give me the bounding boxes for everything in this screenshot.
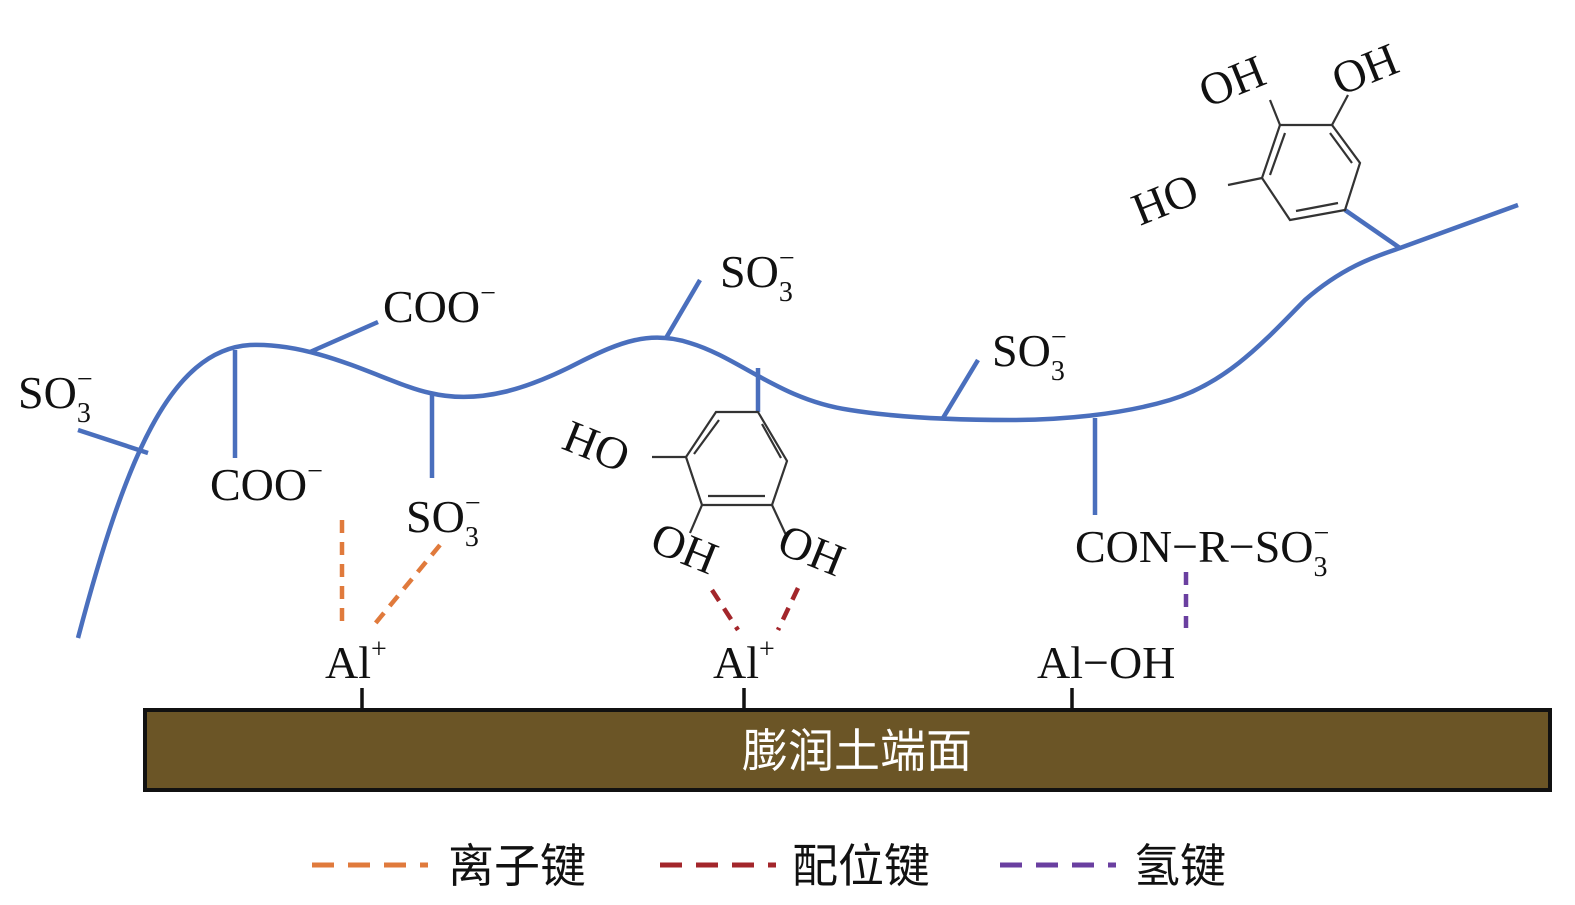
legend-label-hydrogen: 氢键 — [1134, 839, 1226, 893]
ionic-bond-so3 — [372, 543, 442, 627]
phenol-ring-left — [652, 410, 789, 536]
phenol-right-ho: HO — [1125, 163, 1206, 235]
polymer-chain — [75, 202, 1519, 639]
coordinate-bond-oh1 — [710, 588, 740, 632]
al-oh-site: Al−OH — [1037, 637, 1175, 688]
branch-phenol-right — [1343, 208, 1402, 250]
branch-so3-right-mid — [941, 358, 980, 420]
coo-low-label: COO− — [210, 456, 323, 510]
surface-label: 膨润土端面 — [742, 724, 972, 778]
phenol-left-ho: HO — [556, 410, 637, 482]
phenol-ring-right — [1227, 94, 1362, 222]
legend-label-coordinate: 配位键 — [792, 839, 930, 893]
so3-left-label: SO3− — [18, 364, 93, 429]
phenol-right-oh2: OH — [1325, 33, 1406, 105]
legend: 离子键 配位键 氢键 — [312, 839, 1226, 893]
so3-low-label: SO3− — [406, 488, 481, 553]
al-site-2: Al+ — [713, 634, 775, 688]
branch-so3-mid-top — [664, 278, 702, 340]
branch-coo-top — [309, 319, 379, 355]
phenol-left-oh2: OH — [771, 514, 852, 586]
legend-label-ionic: 离子键 — [448, 839, 586, 893]
so3-mid-top-label: SO3− — [720, 243, 795, 308]
phenol-right-oh1: OH — [1192, 45, 1273, 117]
bentonite-surface — [143, 708, 1552, 792]
phenol-left-oh1: OH — [644, 512, 725, 584]
so3-right-mid-label: SO3− — [992, 322, 1067, 387]
con-r-so3-label: CON−R−SO3− — [1075, 518, 1329, 583]
al-site-1: Al+ — [325, 634, 387, 688]
branch-so3-left — [77, 427, 149, 456]
coordinate-bond-oh2 — [775, 587, 801, 631]
coo-top-label: COO− — [383, 278, 496, 332]
